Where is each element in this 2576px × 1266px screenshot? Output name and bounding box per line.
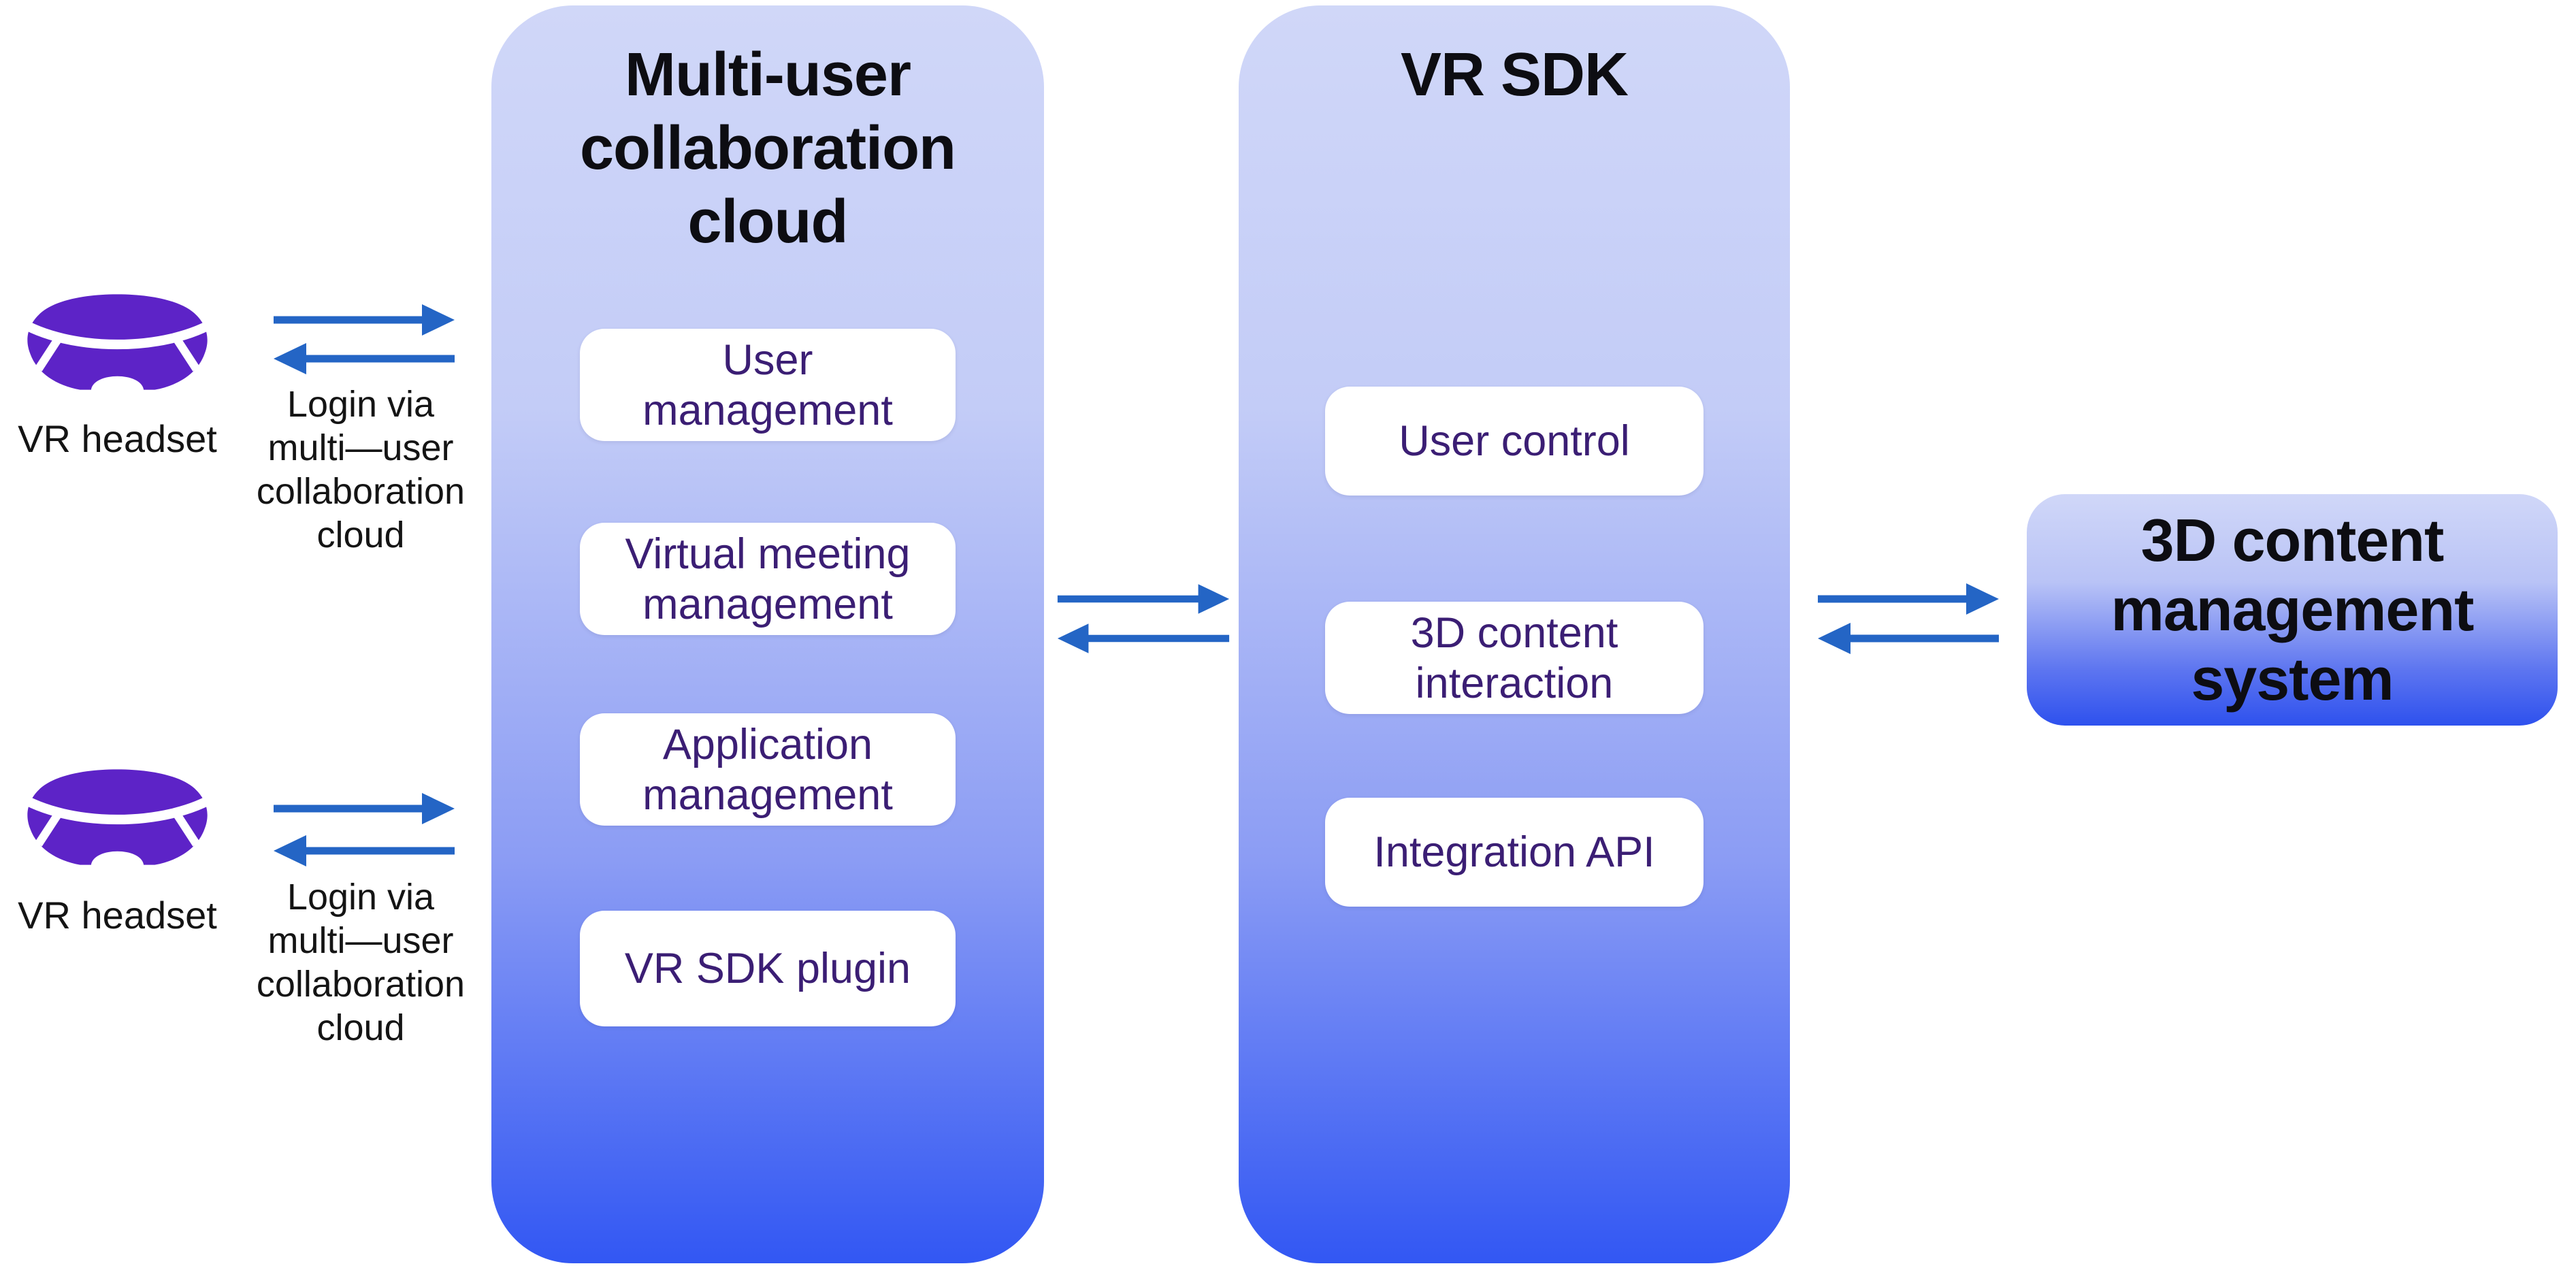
login-caption-line: multi—user: [267, 427, 454, 468]
arrow-left-icon: [1056, 619, 1230, 658]
3d-content-interaction-box: 3D content interaction: [1325, 602, 1703, 714]
vr-sdk-panel: VR SDK User control 3D content interacti…: [1239, 5, 1790, 1263]
virtual-meeting-management-box: Virtual meeting management: [580, 523, 956, 635]
vr-headset-icon: [15, 294, 220, 390]
vr-headset-label: VR headset: [18, 417, 217, 460]
login-caption-line: Login via: [287, 384, 435, 425]
arrow-left-icon: [1808, 619, 2009, 658]
login-caption-line: cloud: [316, 1007, 405, 1048]
3d-content-management-system-box: 3D content management system: [2027, 494, 2558, 726]
login-caption-line: collaboration: [256, 471, 466, 512]
arrow-right-icon: [272, 301, 456, 339]
endbox-title-line: system: [2191, 645, 2394, 713]
user-management-box: User management: [580, 329, 956, 441]
vr-headset-icon: [15, 769, 220, 865]
login-caption: Login via multi—user collaboration cloud: [218, 383, 504, 557]
login-caption-line: Login via: [287, 877, 435, 918]
endbox-title-line: management: [2110, 576, 2475, 643]
vr-sdk-plugin-box: VR SDK plugin: [580, 911, 956, 1026]
login-caption-line: collaboration: [256, 964, 466, 1005]
arrow-left-icon: [272, 340, 456, 378]
panel-title-line: VR SDK: [1400, 41, 1629, 109]
login-caption-line: cloud: [316, 515, 405, 555]
arrow-left-icon: [272, 832, 456, 870]
arrow-right-icon: [1056, 580, 1230, 618]
application-management-box: Application management: [580, 713, 956, 826]
endbox-title-line: 3D content: [2140, 506, 2445, 574]
user-control-box: User control: [1325, 387, 1703, 496]
vr-headset-label: VR headset: [18, 894, 217, 937]
panel-title: VR SDK: [1239, 38, 1790, 112]
panel-title-line: cloud: [687, 188, 849, 256]
login-caption: Login via multi—user collaboration cloud: [218, 875, 504, 1050]
panel-title-line: Multi-user: [624, 41, 911, 109]
panel-title: Multi-user collaboration cloud: [491, 38, 1044, 259]
panel-title-line: collaboration: [579, 114, 956, 182]
arrow-right-icon: [272, 790, 456, 828]
multi-user-collaboration-cloud-panel: Multi-user collaboration cloud User mana…: [491, 5, 1044, 1263]
integration-api-box: Integration API: [1325, 798, 1703, 907]
arrow-right-icon: [1808, 580, 2009, 618]
login-caption-line: multi—user: [267, 920, 454, 961]
